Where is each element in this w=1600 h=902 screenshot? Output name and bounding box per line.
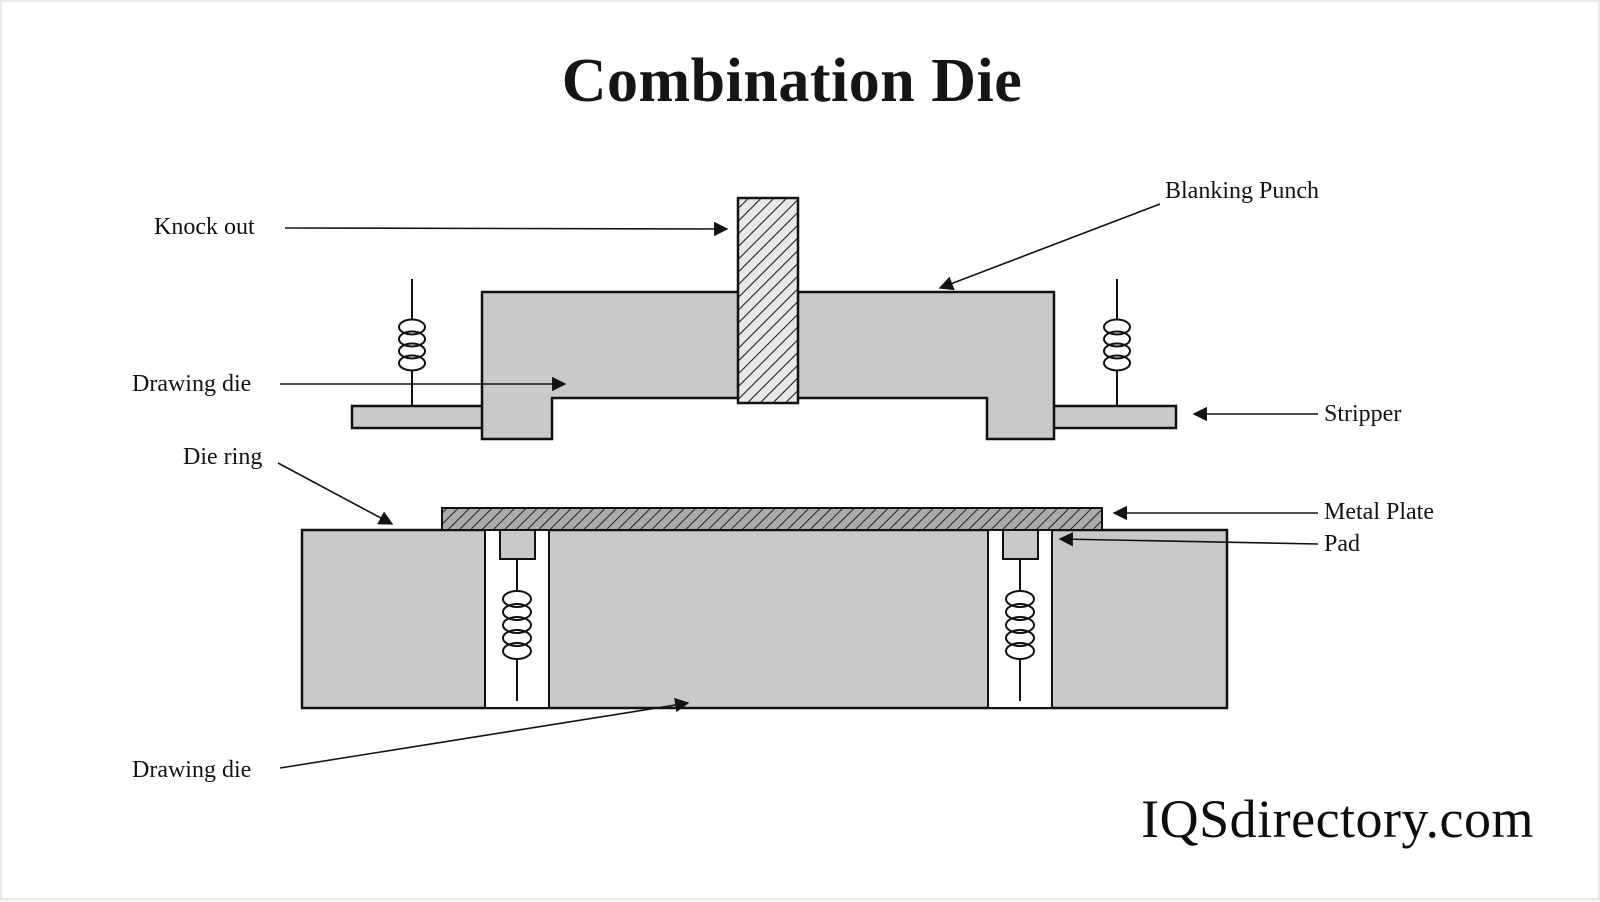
pad-right	[1002, 529, 1039, 560]
leader-drawing-die-lower	[279, 697, 690, 769]
knock-out-punch	[736, 196, 800, 405]
label-knock-out: Knock out	[154, 214, 255, 240]
label-blanking-punch: Blanking Punch	[1165, 178, 1319, 204]
metal-plate	[441, 507, 1103, 531]
spring-lower-right	[1005, 559, 1035, 701]
leader-knock-out	[284, 221, 729, 237]
lower-die-block	[300, 528, 1229, 710]
spring-upper-left	[398, 279, 426, 406]
stripper-plate-right	[1050, 404, 1178, 430]
label-die-ring: Die ring	[183, 444, 263, 470]
leader-pad	[1058, 532, 1319, 547]
stripper-plate-left	[350, 404, 486, 430]
leader-die-ring	[277, 462, 394, 525]
spring-lower-left	[502, 559, 532, 701]
label-pad: Pad	[1324, 531, 1360, 557]
label-stripper: Stripper	[1324, 401, 1402, 427]
pad-left	[499, 529, 536, 560]
label-drawing-die-upper: Drawing die	[132, 371, 252, 397]
spring-upper-right	[1103, 279, 1131, 406]
label-drawing-die-lower: Drawing die	[132, 757, 252, 783]
diagram-title: Combination Die	[561, 47, 1023, 115]
label-metal-plate: Metal Plate	[1324, 499, 1434, 525]
leader-blanking-punch	[938, 203, 1161, 291]
watermark: IQSdirectory.com	[1141, 789, 1534, 849]
